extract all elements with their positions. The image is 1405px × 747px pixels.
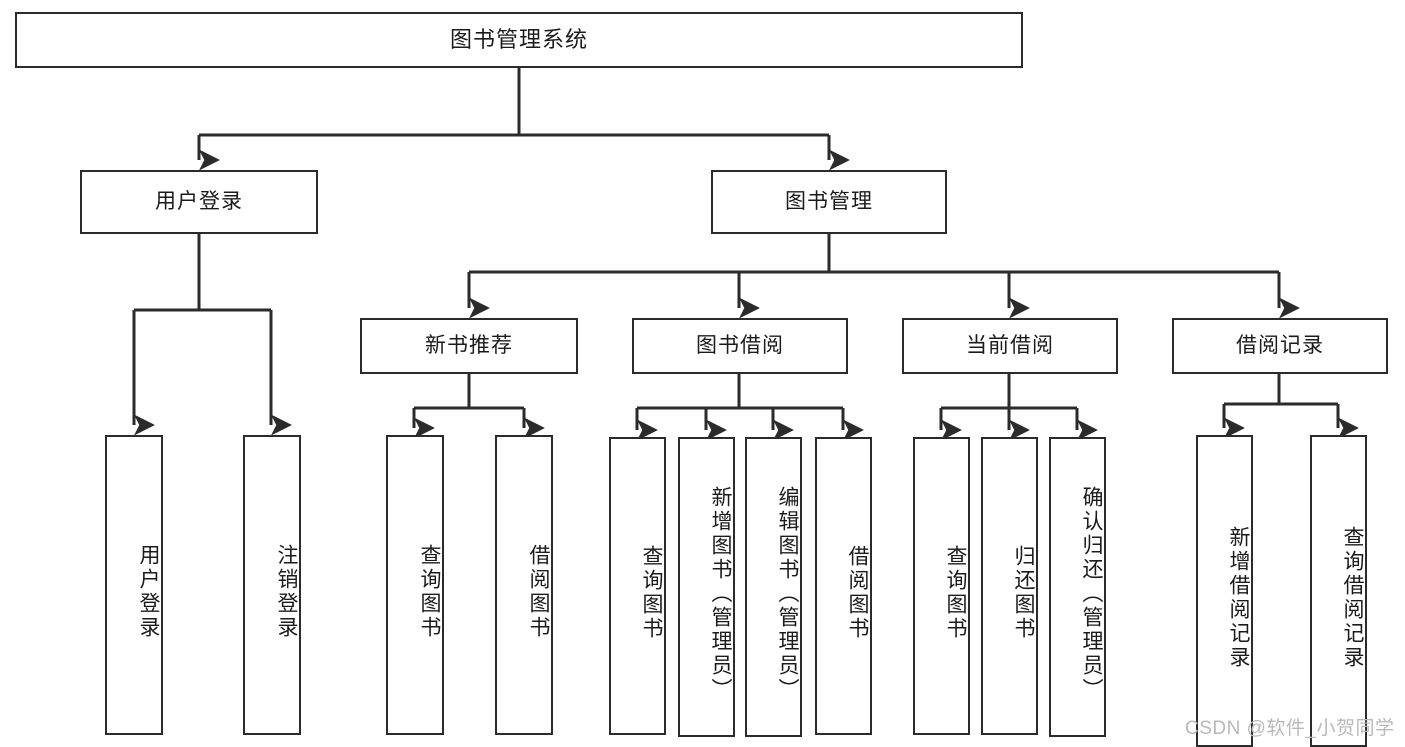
node-label: 图书管理	[785, 190, 873, 214]
leaf-book-borrow-query[interactable]: 查询图书	[609, 437, 666, 735]
leaf-new-book-borrow[interactable]: 借阅图书	[495, 435, 553, 735]
leaf-new-book-query[interactable]: 查询图书	[386, 435, 444, 735]
leaf-current-borrow-query[interactable]: 查询图书	[913, 437, 970, 735]
node-label: 新书推荐	[425, 334, 513, 358]
leaf-book-borrow-add[interactable]: 新增图书（管理员）	[678, 437, 735, 737]
node-borrow-record[interactable]: 借阅记录	[1172, 318, 1388, 374]
node-label: 用户登录	[155, 190, 243, 214]
node-root-system[interactable]: 图书管理系统	[15, 12, 1023, 68]
node-label: 归还图书	[1012, 545, 1035, 641]
node-label: 查询图书	[418, 544, 441, 640]
node-label: 查询图书	[640, 545, 663, 641]
node-label: 借阅图书	[846, 545, 869, 641]
leaf-user-login-login[interactable]: 用户登录	[105, 435, 163, 735]
node-label: 编辑图书（管理员）	[776, 486, 799, 702]
node-label: 借阅记录	[1236, 334, 1324, 358]
node-label: 图书管理系统	[449, 26, 588, 52]
node-label: 图书借阅	[696, 334, 784, 358]
leaf-borrow-record-query[interactable]: 查询借阅记录	[1310, 435, 1367, 747]
node-label: 注销登录	[275, 544, 298, 640]
leaf-book-borrow-edit[interactable]: 编辑图书（管理员）	[745, 437, 802, 737]
leaf-current-borrow-confirm[interactable]: 确认归还（管理员）	[1049, 437, 1106, 737]
node-user-login[interactable]: 用户登录	[80, 170, 318, 234]
node-book-borrow[interactable]: 图书借阅	[632, 318, 848, 374]
leaf-book-borrow-borrow[interactable]: 借阅图书	[815, 437, 872, 735]
leaf-current-borrow-return[interactable]: 归还图书	[981, 437, 1038, 735]
node-book-management[interactable]: 图书管理	[711, 170, 947, 234]
leaf-borrow-record-add[interactable]: 新增借阅记录	[1196, 435, 1253, 747]
node-label: 查询图书	[944, 545, 967, 641]
node-new-book-recommend[interactable]: 新书推荐	[360, 318, 578, 374]
node-label: 当前借阅	[966, 334, 1054, 358]
node-label: 确认归还（管理员）	[1080, 486, 1103, 702]
node-label: 新增借阅记录	[1227, 526, 1250, 670]
node-label: 查询借阅记录	[1341, 526, 1364, 670]
node-label: 借阅图书	[527, 544, 550, 640]
node-label: 用户登录	[137, 544, 160, 640]
node-current-borrow[interactable]: 当前借阅	[902, 318, 1118, 374]
csdn-watermark: CSDN @软件_小贺同学	[1185, 718, 1395, 739]
node-label: 新增图书（管理员）	[709, 486, 732, 702]
leaf-user-login-logout[interactable]: 注销登录	[243, 435, 301, 735]
